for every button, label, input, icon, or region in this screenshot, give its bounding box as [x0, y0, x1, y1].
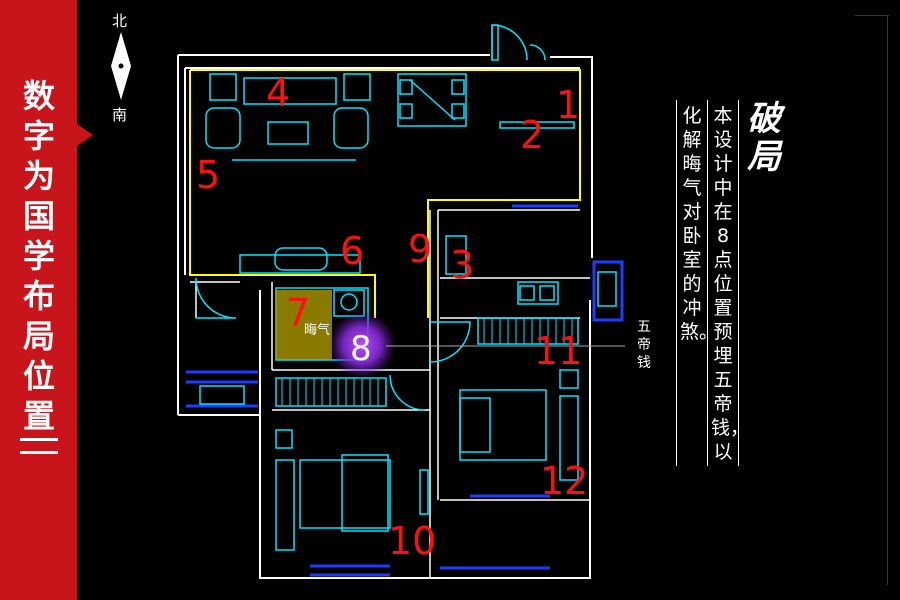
- position-12: 12: [540, 459, 588, 503]
- panel-divider-middle: [707, 100, 708, 466]
- sidebar-pointer-icon: [77, 124, 93, 146]
- zone-7-highlight: [276, 290, 332, 360]
- outer-walls: [177, 54, 593, 579]
- menu-lines-icon: [20, 438, 58, 464]
- bad-qi-label: 晦气: [304, 322, 330, 338]
- position-10: 10: [388, 519, 436, 563]
- coin-point-glow: [328, 311, 396, 379]
- panel-divider-left: [676, 100, 677, 466]
- panel-text-column-1: 本设计中在8点位置预埋五帝钱，以: [711, 105, 750, 463]
- position-1: 1: [556, 83, 580, 127]
- panel-text-column-2: 化解晦气对卧室的冲煞。: [680, 105, 719, 343]
- windows: [186, 204, 624, 577]
- wardrobe-hatch-left: [281, 378, 379, 406]
- frame-line-right: [887, 15, 888, 585]
- position-6: 6: [340, 229, 364, 273]
- living-room-furniture: [205, 73, 575, 274]
- position-8: 8: [350, 329, 372, 369]
- position-4: 4: [266, 71, 290, 115]
- position-5: 5: [196, 153, 220, 197]
- compass-north-label: 北: [112, 12, 128, 30]
- position-2: 2: [520, 113, 544, 157]
- panel-divider-right: [738, 100, 739, 466]
- door-arcs: [195, 24, 546, 411]
- coin-label: 五帝钱: [637, 319, 651, 371]
- position-3: 3: [450, 243, 474, 287]
- kitchen-counter-hatch: [483, 318, 573, 344]
- position-11: 11: [534, 329, 582, 373]
- position-9: 9: [408, 227, 432, 271]
- bedroom-furniture: [275, 369, 579, 551]
- sidebar: 数字为国学布局位置: [0, 0, 77, 600]
- sidebar-title: 数字为国学布局位置: [22, 77, 55, 435]
- kitchen-fixtures: [445, 235, 617, 345]
- frame-line-top: [855, 15, 889, 16]
- panel-title: 破局: [747, 99, 781, 177]
- position-7: 7: [286, 291, 310, 335]
- compass-south-label: 南: [112, 106, 128, 124]
- living-zone-outline: [189, 69, 581, 318]
- compass-needle-icon: [111, 32, 131, 100]
